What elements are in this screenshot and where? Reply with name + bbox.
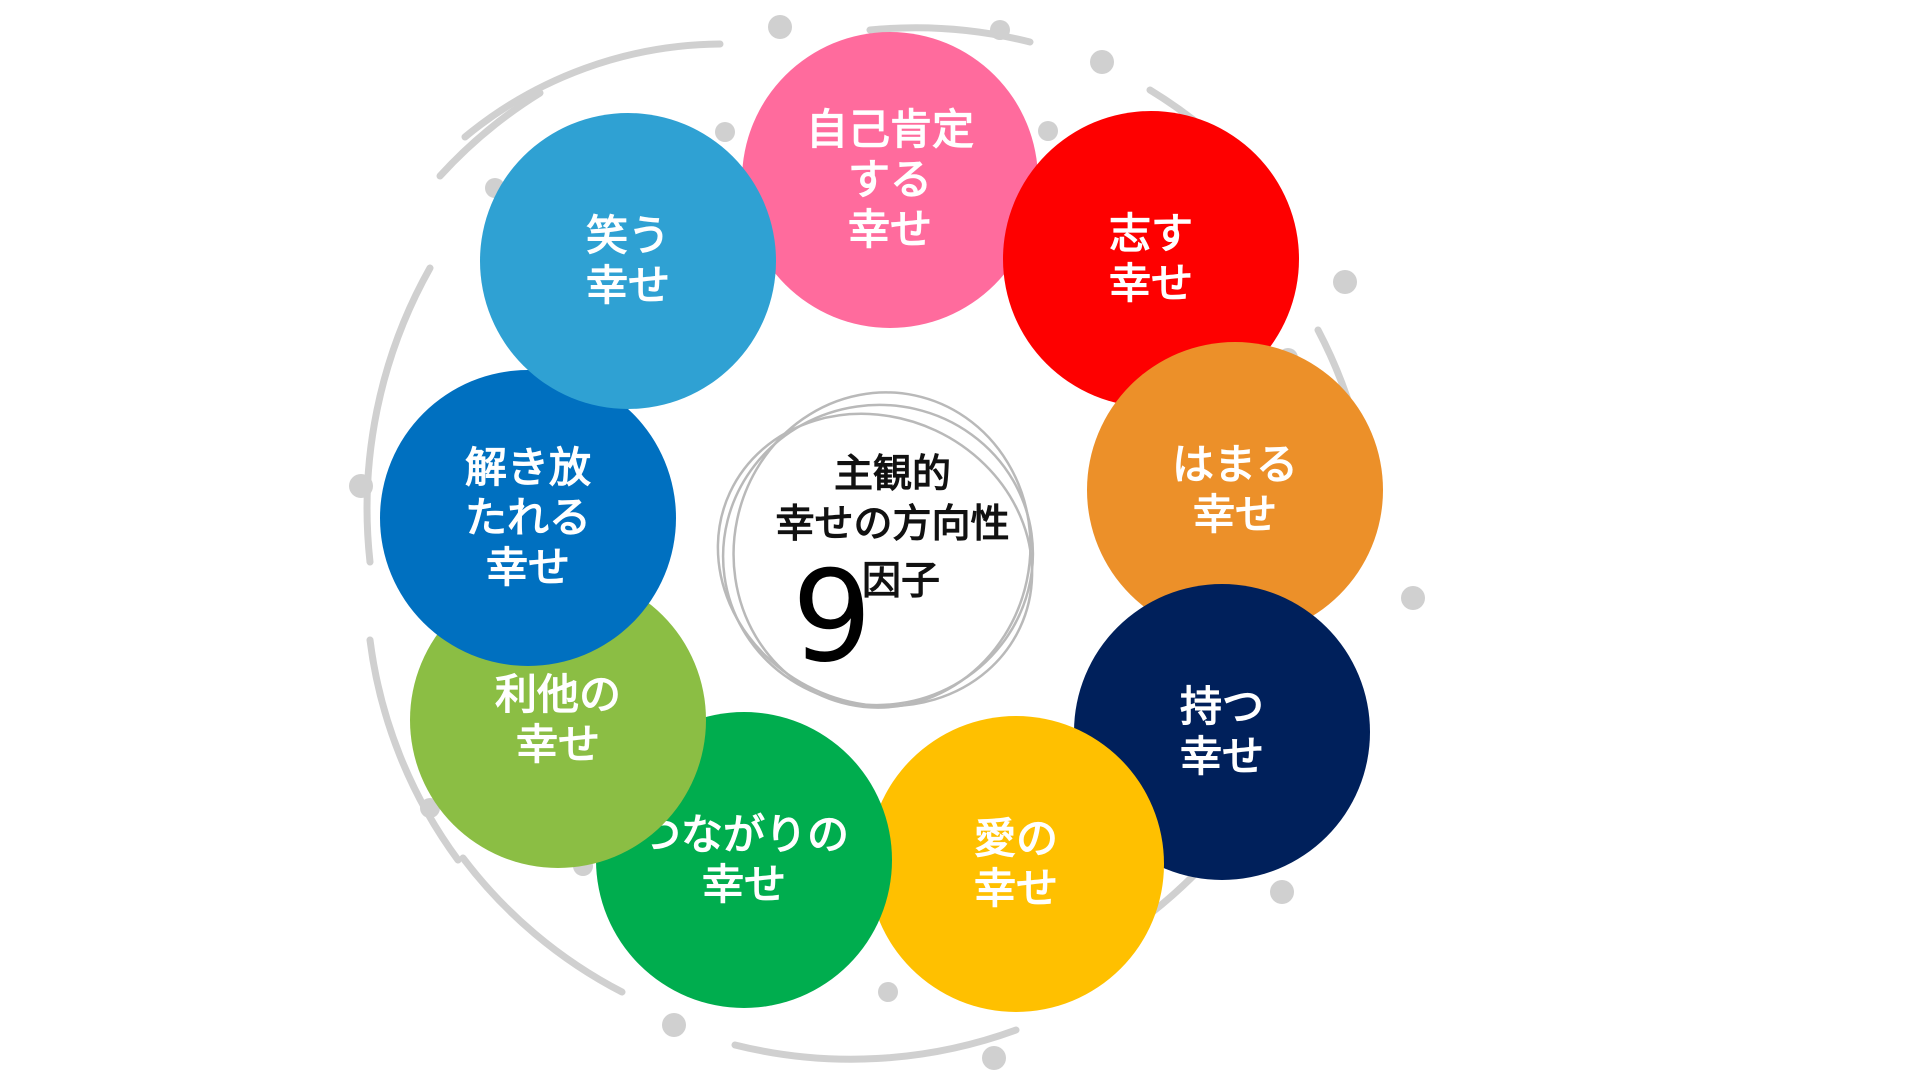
decor-dot (1090, 50, 1114, 74)
center-doodle-circle (716, 391, 1035, 709)
factor-label-line: 志す (1108, 209, 1193, 258)
factor-circle-self-affirm: 自己肯定する幸せ (742, 32, 1038, 328)
ring-arc (459, 854, 626, 996)
factor-label-line: 幸せ (1192, 490, 1277, 539)
center-title: 主観的 幸せの方向性 (750, 450, 1035, 550)
decor-dot (349, 474, 373, 498)
factor-label-line: 幸せ (847, 205, 932, 254)
ring-arc (436, 89, 544, 180)
factor-label-line: 幸せ (1108, 259, 1193, 308)
factor-label-line: つながりの (638, 810, 849, 859)
ring-arc (363, 264, 434, 566)
factor-label-line: 幸せ (515, 720, 600, 769)
decor-dot (715, 122, 735, 142)
decor-dot (768, 15, 792, 39)
decor-dot (982, 1046, 1006, 1070)
factor-circle-laugh: 笑う幸せ (480, 113, 776, 409)
decor-dot (662, 1013, 686, 1037)
factor-label-line: 自己肯定 (805, 105, 974, 154)
factor-count-number: 9 (791, 543, 873, 690)
decor-dot (878, 982, 898, 1002)
decor-dot (1401, 586, 1425, 610)
factor-circle-love: 愛の幸せ (868, 716, 1164, 1012)
center-title-line2: 幸せの方向性 (775, 502, 1010, 547)
factor-label-line: 幸せ (701, 860, 786, 909)
ring-arc (366, 636, 462, 864)
factor-label-line: 幸せ (1179, 732, 1264, 781)
factor-label-line: 利他の (494, 670, 621, 719)
decor-dot (990, 20, 1010, 40)
decor-dot (1038, 121, 1058, 141)
factor-label-line: 持つ (1179, 682, 1264, 731)
factor-label-line: 笑う (585, 211, 670, 260)
factor-label-line: 幸せ (485, 543, 570, 592)
center-title-line1: 主観的 (833, 452, 951, 497)
factor-label-line: 幸せ (973, 864, 1058, 913)
decor-dot (1270, 880, 1294, 904)
factor-label-line: する (847, 155, 932, 204)
ring-arc (461, 40, 724, 141)
ring-arc (866, 24, 1034, 46)
ring-arc (731, 1026, 1020, 1063)
factor-count-suffix: 因子 (862, 559, 941, 604)
factor-label-line: 愛の (973, 814, 1058, 863)
factor-label-line: 幸せ (585, 261, 670, 310)
decor-dot (1333, 270, 1357, 294)
factor-label-line: 解き放 (464, 443, 591, 492)
factor-circle-liberated: 解き放たれる幸せ (380, 370, 676, 666)
factor-label-line: たれる (464, 493, 591, 542)
factor-label-line: はまる (1171, 440, 1298, 489)
